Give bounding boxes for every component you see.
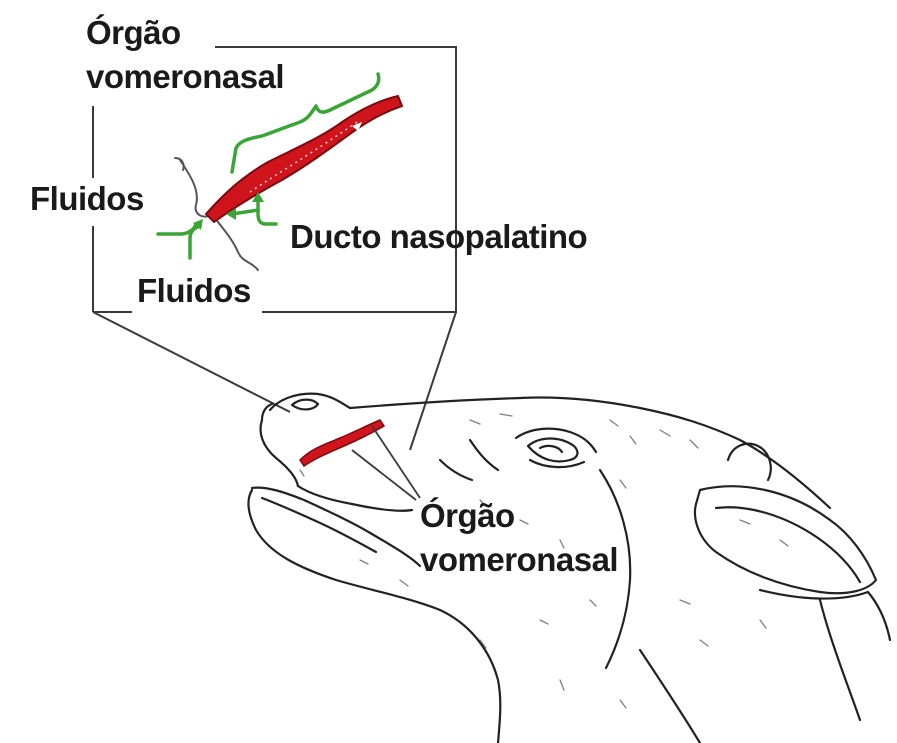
organ-label-top-line1: Órgão xyxy=(86,14,181,52)
organ-label-bottom-line2: vomeronasal xyxy=(420,541,618,579)
organ-label-bottom-line1: Órgão xyxy=(420,497,515,535)
fluids-label-bottom: Fluidos xyxy=(137,272,251,310)
zoom-connector-lines xyxy=(93,312,456,450)
organ-label-top-line2: vomeronasal xyxy=(86,58,284,96)
snout-vomeronasal-organ xyxy=(300,420,384,466)
fluids-label-left: Fluidos xyxy=(30,180,144,218)
duct-label: Ducto nasopalatino xyxy=(290,218,587,256)
